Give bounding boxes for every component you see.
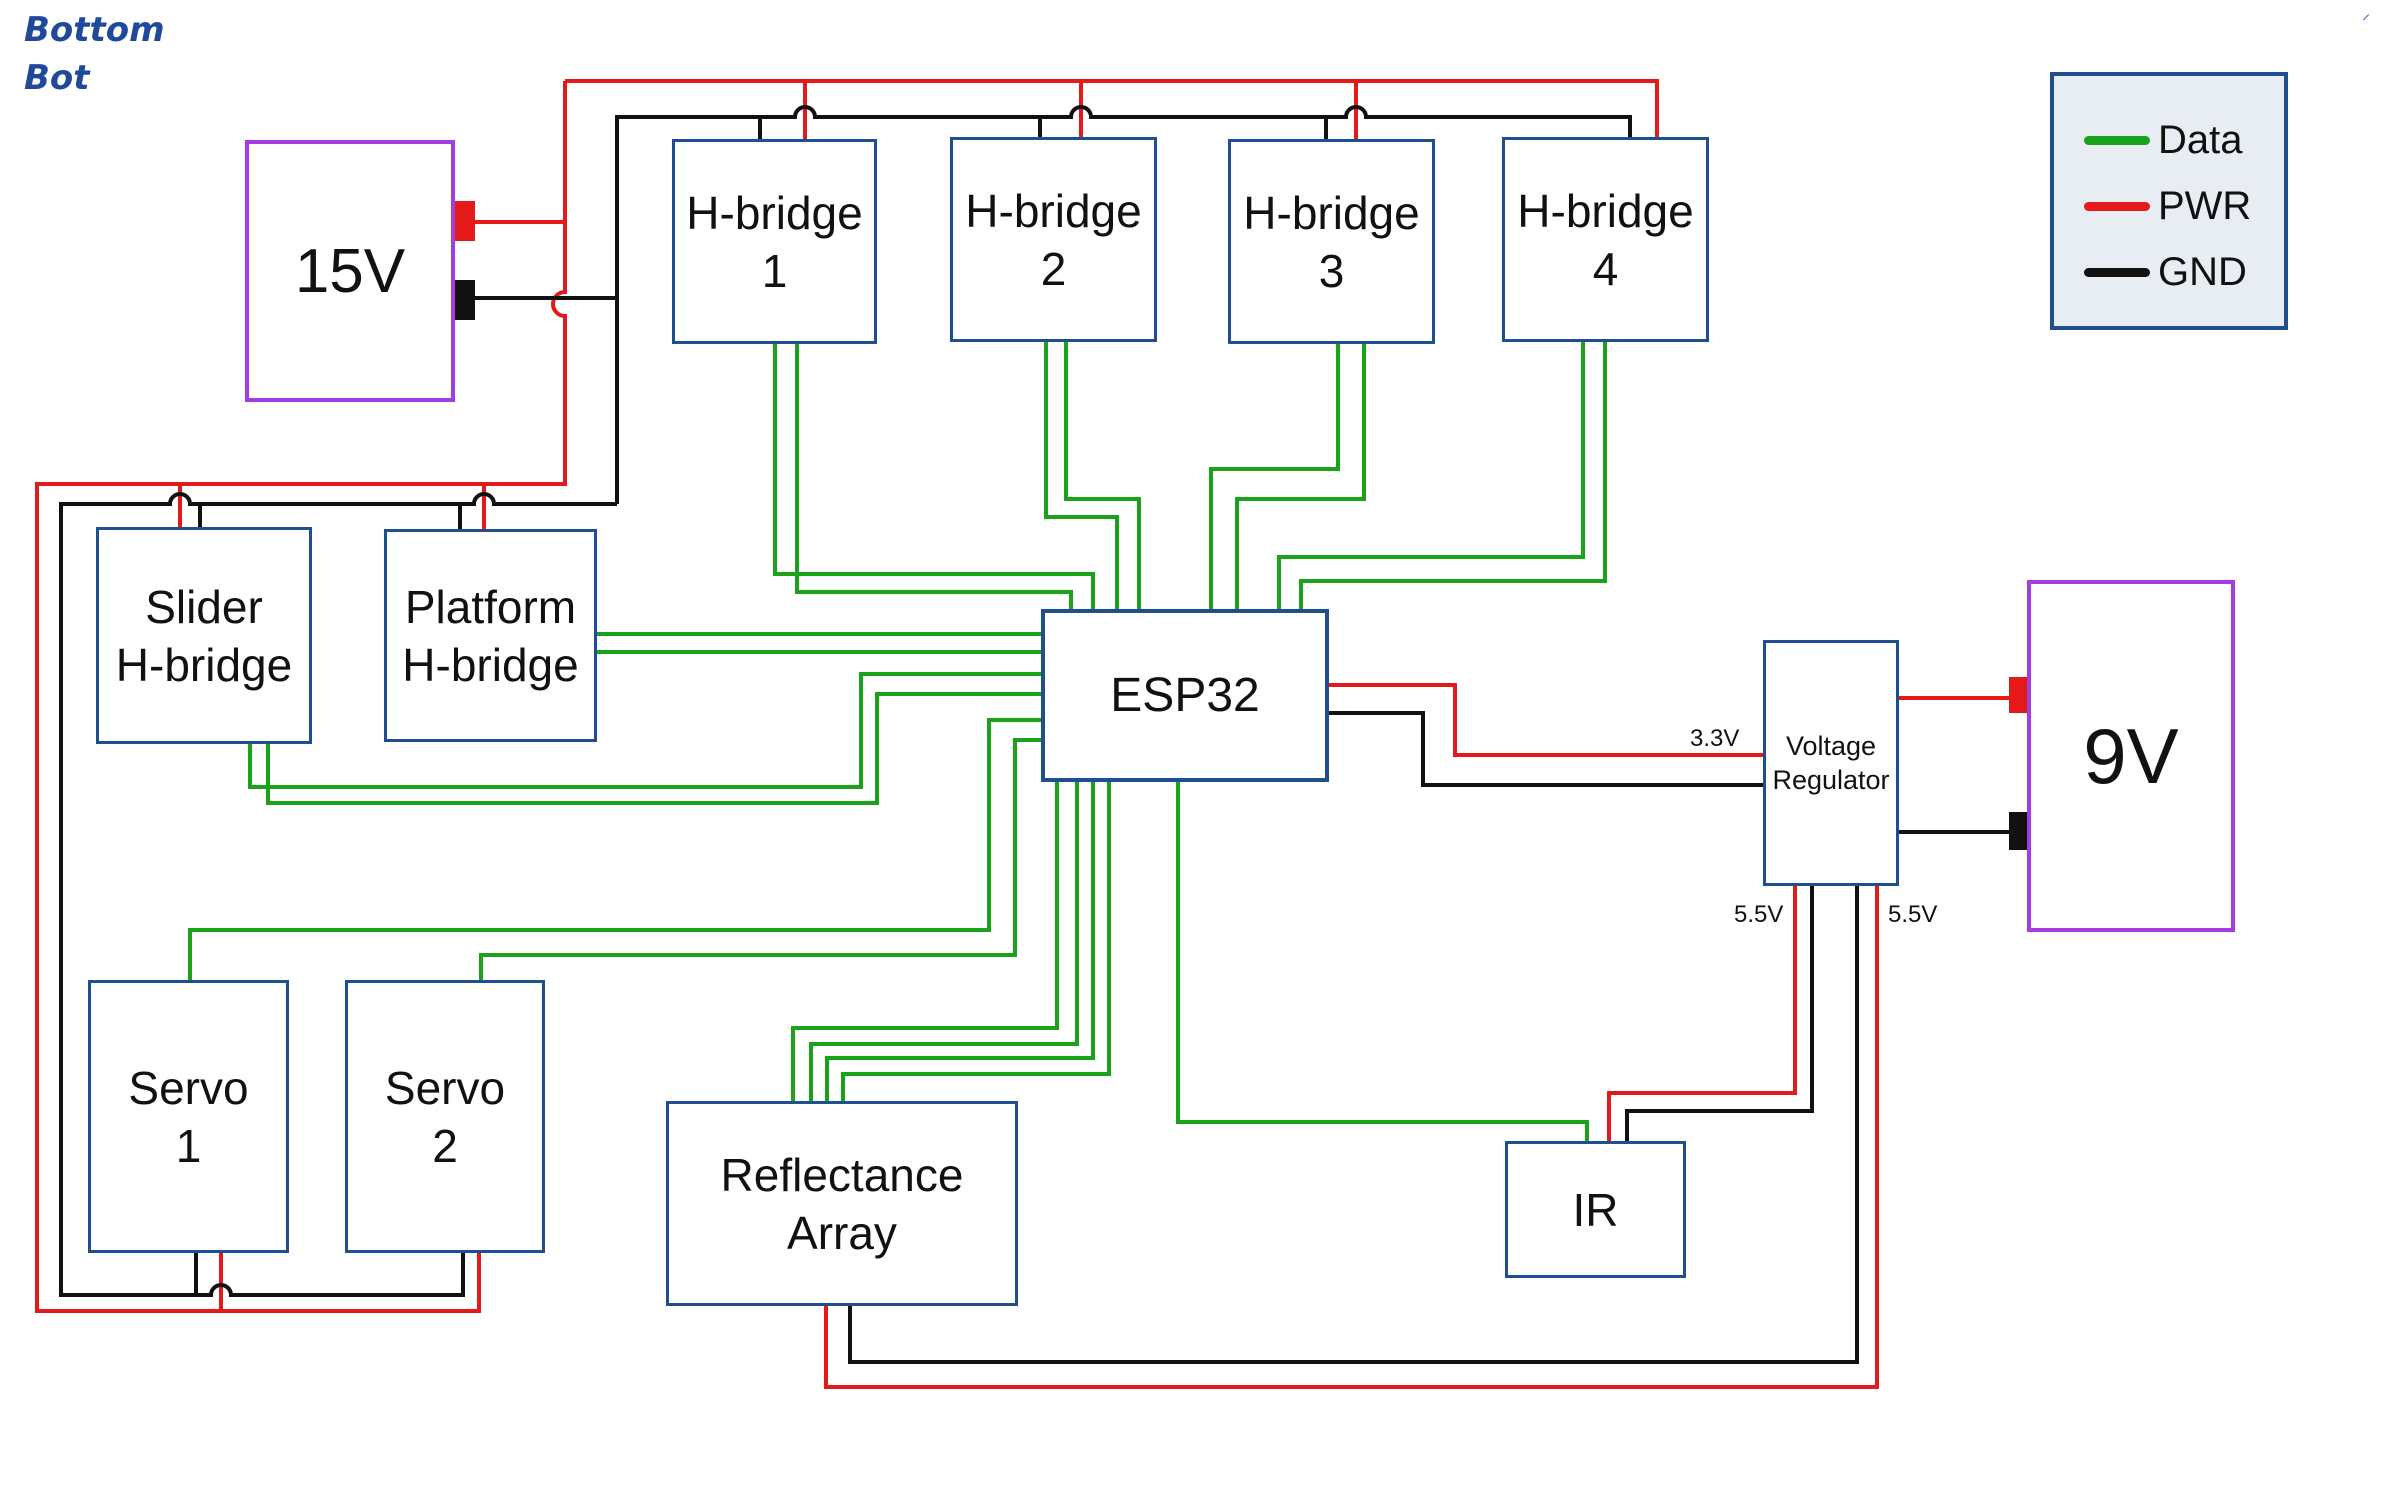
- data-hb3-b: [1235, 344, 1366, 609]
- ground-bus-top: [615, 105, 1632, 298]
- data-hb3-a: [1209, 344, 1340, 609]
- terminal-15v-pos: [451, 201, 475, 241]
- h-bridge-4: H-bridge 4: [1502, 137, 1709, 342]
- h-bridge-1: H-bridge 1: [672, 139, 877, 344]
- power-esp-3v3: [1329, 683, 1763, 757]
- legend-row-pwr: PWR: [2084, 183, 2252, 228]
- data-servo2: [479, 738, 1041, 980]
- data-servo1: [188, 718, 1041, 980]
- hand-note: Bottom Bot: [24, 6, 165, 102]
- legend-row-data: Data: [2084, 117, 2243, 162]
- ground-esp: [1329, 711, 1763, 787]
- power-reflectance: [824, 886, 1879, 1389]
- power-left-vertical: [35, 81, 567, 1313]
- data-hb2-a: [1044, 342, 1119, 609]
- data-slider-b: [266, 692, 1041, 805]
- ground-line-icon: [2084, 267, 2150, 277]
- power-bus-top: [565, 79, 1659, 137]
- legend-row-gnd: GND: [2084, 249, 2247, 294]
- corner-mark-icon: ⸝: [2362, 6, 2371, 23]
- reflectance-array: Reflectance Array: [666, 1101, 1018, 1306]
- legend-label-pwr: PWR: [2158, 183, 2252, 228]
- data-hb2-b: [1064, 342, 1141, 609]
- power-line-icon: [2084, 201, 2150, 211]
- platform-h-bridge: Platform H-bridge: [384, 529, 597, 742]
- legend-label-gnd: GND: [2158, 249, 2247, 294]
- label-5v5-left: 5.5V: [1734, 901, 1784, 928]
- hand-note-line1: Bottom: [24, 10, 165, 50]
- label-5v5-right: 5.5V: [1888, 901, 1938, 928]
- data-refl-3: [825, 782, 1095, 1101]
- data-refl-1: [791, 782, 1059, 1101]
- h-bridge-3: H-bridge 3: [1228, 139, 1435, 344]
- servo-2: Servo 2: [345, 980, 545, 1253]
- terminal-9v-neg: [2009, 812, 2031, 850]
- data-hb4-b: [1299, 342, 1607, 609]
- ground-left-loop: [59, 492, 617, 1297]
- data-hb1-a: [773, 344, 1095, 609]
- servo-1: Servo 1: [88, 980, 289, 1253]
- battery-9v: 9V: [2027, 580, 2235, 932]
- voltage-regulator: Voltage Regulator: [1763, 640, 1899, 886]
- data-slider-a: [248, 672, 1041, 789]
- legend: Data PWR GND: [2050, 72, 2288, 330]
- label-3v3: 3.3V: [1690, 725, 1740, 752]
- terminal-9v-pos: [2009, 677, 2031, 713]
- h-bridge-2: H-bridge 2: [950, 137, 1157, 342]
- hand-note-line2: Bot: [24, 58, 90, 98]
- ground-15v-feed: [475, 296, 619, 504]
- ground-reflectance: [848, 886, 1859, 1364]
- data-line-icon: [2084, 135, 2150, 145]
- ground-ir: [1625, 886, 1814, 1141]
- data-hb4-a: [1277, 342, 1585, 609]
- ir-sensor: IR: [1505, 1141, 1686, 1278]
- esp32-board: ESP32: [1041, 609, 1329, 782]
- terminal-15v-neg: [451, 280, 475, 320]
- legend-label-data: Data: [2158, 117, 2243, 162]
- battery-15v: 15V: [245, 140, 455, 402]
- data-hb1-b: [795, 344, 1073, 609]
- data-ir: [1176, 782, 1589, 1141]
- power-ir: [1607, 886, 1797, 1141]
- data-refl-2: [809, 782, 1079, 1101]
- slider-h-bridge: Slider H-bridge: [96, 527, 312, 744]
- ground-servo-bridge: [196, 1253, 465, 1297]
- data-refl-4: [841, 782, 1111, 1101]
